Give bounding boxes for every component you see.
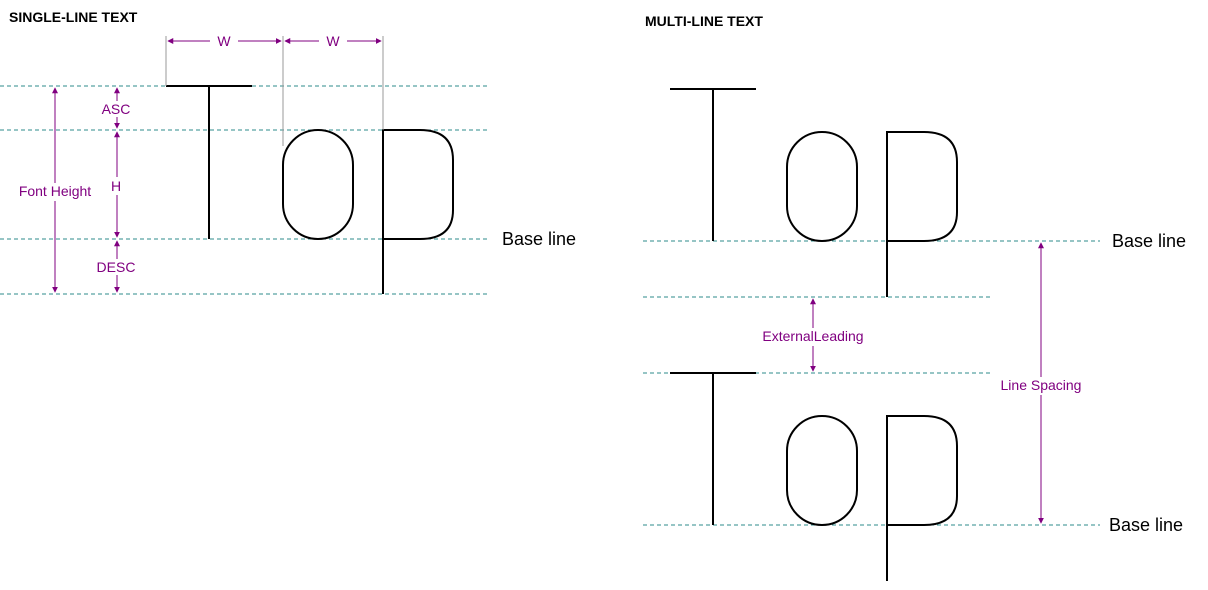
multi-line-panel: MULTI-LINE TEXT ExternalLeading Line Spa… <box>643 13 1186 581</box>
external-leading-label: ExternalLeading <box>762 328 863 344</box>
glyph-o-2 <box>786 415 858 526</box>
external-leading-label-bg <box>760 328 866 346</box>
single-line-heading: SINGLE-LINE TEXT <box>9 9 138 25</box>
font-height-label-bg <box>16 183 94 201</box>
font-height-label: Font Height <box>19 183 91 199</box>
line-spacing-label: Line Spacing <box>1001 377 1082 393</box>
ascent-label: ASC <box>102 101 131 117</box>
single-line-panel: SINGLE-LINE TEXT W W Font Height AS <box>0 9 576 295</box>
glyph-p-1 <box>886 131 958 297</box>
glyph-p-2 <box>886 415 958 581</box>
descent-label-bg <box>92 259 140 275</box>
width-label-1-bg <box>210 33 238 49</box>
width-label-2: W <box>326 33 340 49</box>
baseline-label-multi-1: Base line <box>1112 231 1186 251</box>
descent-label: DESC <box>97 259 136 275</box>
width-label-1: W <box>217 33 231 49</box>
height-label-bg <box>106 177 126 195</box>
glyphs-top-single <box>166 85 454 294</box>
glyph-o <box>282 129 354 240</box>
ascent-label-bg <box>98 101 136 117</box>
glyphs-top-line-2 <box>670 372 958 581</box>
line-spacing-label-bg <box>997 377 1085 395</box>
baseline-label-single: Base line <box>502 229 576 249</box>
glyph-p <box>382 129 454 294</box>
baseline-label-multi-2: Base line <box>1109 515 1183 535</box>
multi-line-heading: MULTI-LINE TEXT <box>645 13 763 29</box>
height-label: H <box>111 178 121 194</box>
glyphs-top-line-1 <box>670 88 958 297</box>
glyph-o-1 <box>786 131 858 242</box>
width-label-2-bg <box>319 33 347 49</box>
